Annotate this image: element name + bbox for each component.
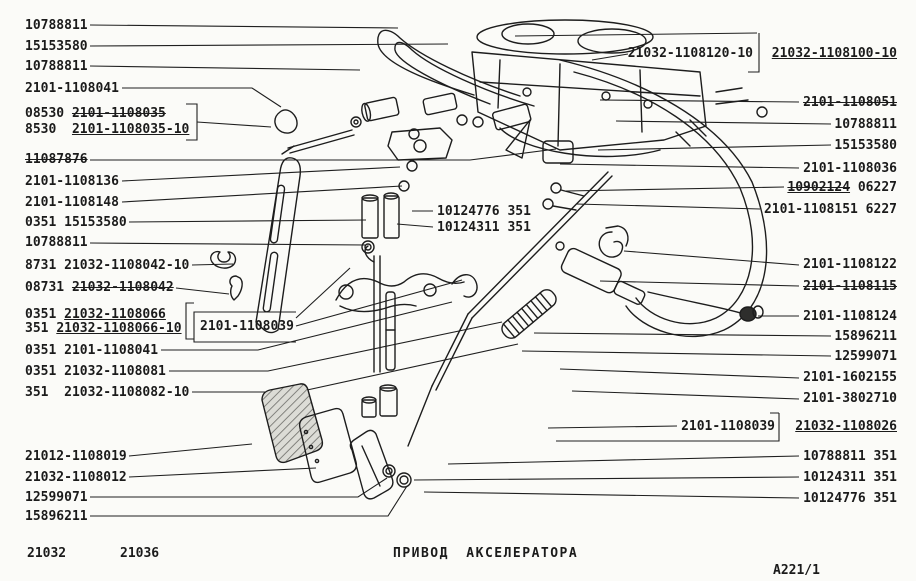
part-label: 2101-1602155 — [803, 370, 897, 385]
figure-caption: ПРИВОД АКСЕЛЕРАТОРА — [393, 546, 579, 561]
part-label: 0351 21032-1108066 — [25, 307, 166, 322]
part-label: 08731 21032-1108042 — [25, 280, 174, 295]
leader-lines — [89, 24, 832, 517]
part-label: 10124311 351 — [803, 470, 897, 485]
part-label: 0351 21032-1108081 — [25, 364, 166, 379]
part-label: 0351 2101-1108041 — [25, 343, 159, 358]
part-label: 10788811 — [25, 18, 88, 33]
part-label: 2101-1108115 — [803, 279, 897, 294]
accelerator-pedal-drawing — [261, 383, 412, 500]
part-label: 10788811 — [834, 117, 897, 132]
part-label: 10124776 351 — [803, 491, 897, 506]
part-label: 0351 15153580 — [25, 215, 127, 230]
rocker-and-rod-drawing — [335, 171, 613, 447]
part-label: 11087876 — [25, 152, 88, 167]
part-label: 2101-1108151 6227 — [763, 202, 897, 217]
part-label: 15896211 — [25, 509, 88, 524]
part-label: 2101-1108039 — [681, 419, 775, 434]
part-label: 351 21032-1108082-10 — [25, 385, 190, 400]
part-label: 10124311 351 — [437, 220, 531, 235]
part-label: 2101-1108036 — [803, 161, 897, 176]
part-label: 2101-1108124 — [803, 309, 897, 324]
rod-and-bracket-drawing — [274, 92, 532, 192]
part-label: 12599071 — [834, 349, 897, 364]
part-label: 21032-1108100-10 — [771, 46, 897, 61]
part-label: 21032-1108026 — [795, 419, 897, 434]
part-label: 2101-1108136 — [25, 174, 119, 189]
part-label: 21032-1108012 — [25, 470, 127, 485]
part-label: 2101-1108122 — [803, 257, 897, 272]
part-label: 21032-1108120-10 — [627, 46, 753, 61]
carburetor-drawing — [471, 19, 768, 164]
pedal-link-drawing — [210, 157, 302, 334]
part-label: 2101-1108039 — [200, 319, 294, 334]
part-label: 2101-1108148 — [25, 195, 119, 210]
part-label: 2101-3802710 — [803, 391, 897, 406]
sheet-code: A221/1 — [773, 563, 820, 578]
return-spring-drawing — [501, 289, 557, 339]
part-label: 10902124 06227 — [787, 180, 897, 195]
part-label: 12599071 — [25, 490, 88, 505]
part-label: 08530 2101-1108035 — [25, 106, 166, 121]
part-label: 8731 21032-1108042-10 — [25, 258, 190, 273]
part-label: 10788811 — [25, 59, 88, 74]
part-label: 10788811 — [25, 235, 88, 250]
part-label: 21012-1108019 — [25, 449, 127, 464]
model-code-b: 21036 — [120, 546, 160, 561]
part-label: 2101-1108051 — [803, 95, 897, 110]
part-label: 8530 2101-1108035-10 — [25, 122, 190, 137]
throttle-cable-drawing — [377, 29, 768, 338]
part-label: 351 21032-1108066-10 — [25, 321, 182, 336]
part-label: 2101-1108041 — [25, 81, 119, 96]
cable-end-drawing — [542, 182, 764, 322]
part-label: 15153580 — [25, 39, 88, 54]
part-label: 15153580 — [834, 138, 897, 153]
model-code-a: 21032 — [27, 546, 67, 561]
part-label: 10124776 351 — [437, 204, 531, 219]
part-label: 10788811 351 — [803, 449, 897, 464]
part-label: 15896211 — [834, 329, 897, 344]
